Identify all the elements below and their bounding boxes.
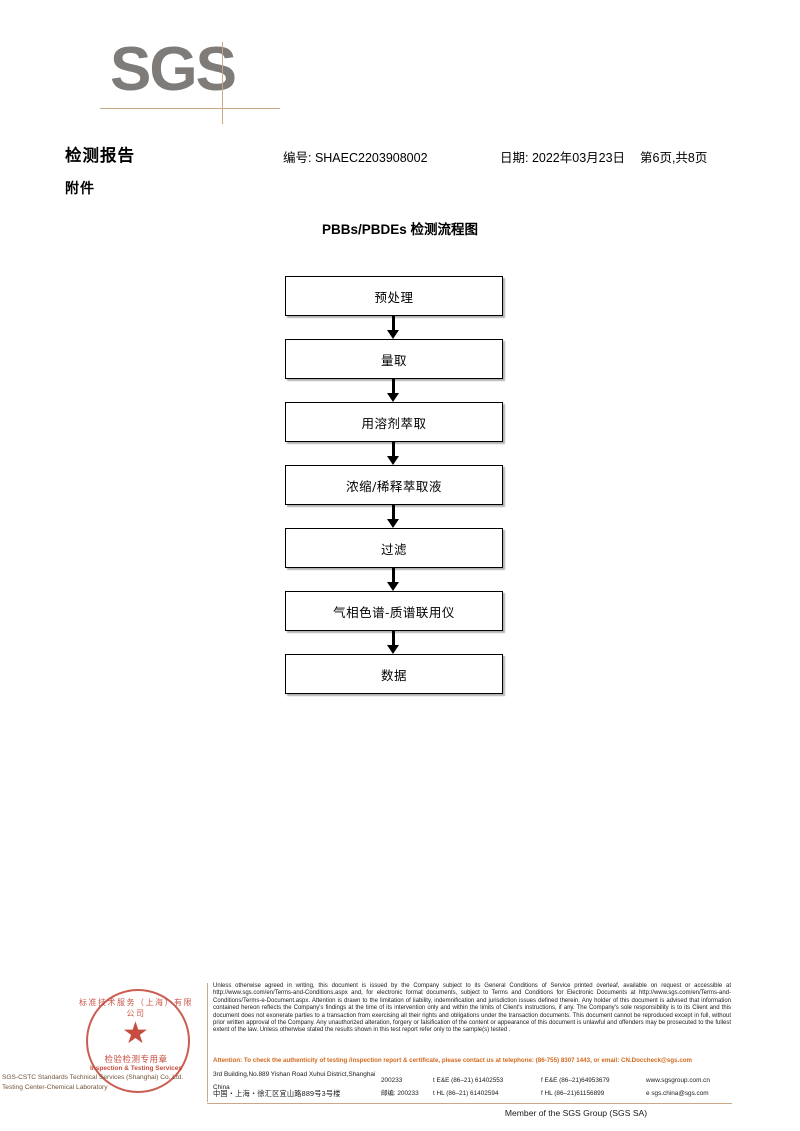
address-en: 3rd Building,No.889 Yishan Road Xuhui Di… <box>213 1070 376 1091</box>
flow-arrow-1 <box>285 316 501 339</box>
arrow-shaft <box>392 442 395 458</box>
star-icon: ★ <box>122 1017 149 1050</box>
seal-arc-text: 标准技术服务（上海）有限公司 <box>79 998 193 1018</box>
telephone-hl-1: t HL (86–21) 61402594 <box>433 1090 499 1097</box>
legal-disclaimer: Unless otherwise agreed in writing, this… <box>213 983 731 1035</box>
website-link[interactable]: www.sgsgroup.com.cn <box>646 1077 710 1084</box>
flow-step-label: 预处理 <box>374 289 414 305</box>
flow-step-4: 浓缩/稀释萃取液 <box>285 465 503 505</box>
arrow-head-icon <box>387 582 399 591</box>
arrow-shaft <box>392 568 395 584</box>
email-link[interactable]: e sgs.china@sgs.com <box>646 1090 709 1097</box>
flow-step-3: 用溶剂萃取 <box>285 402 503 442</box>
postcode-en: 200233 <box>381 1077 403 1084</box>
flow-arrow-4 <box>285 505 501 528</box>
flow-step-label: 过滤 <box>380 541 407 557</box>
page-subtitle: 附件 <box>65 180 95 196</box>
document-header: 检测报告 附件 编号: SHAEC2203908002 日期: 2022年03月… <box>0 142 800 202</box>
report-date: 日期: 2022年03月23日 <box>500 151 626 165</box>
flow-step-2: 量取 <box>285 339 503 379</box>
flow-arrow-6 <box>285 631 501 654</box>
flow-arrow-2 <box>285 379 501 402</box>
report-number: 编号: SHAEC2203908002 <box>283 151 428 165</box>
address-row-cn: 中国・上海・徐汇区宜山路889号3号楼 邮编: 200233 t HL (86–… <box>213 1087 732 1100</box>
flow-step-label: 量取 <box>380 352 407 368</box>
seal-caption-line-2: Testing Center-Chemical Laboratory <box>2 1084 108 1091</box>
footer-vertical-divider <box>207 983 208 1102</box>
arrow-head-icon <box>387 645 399 654</box>
member-statement: Member of the SGS Group (SGS SA) <box>504 1108 648 1118</box>
page-number: 第6页,共8页 <box>640 151 708 165</box>
arrow-head-icon <box>387 330 399 339</box>
address-row-en: 3rd Building,No.889 Yishan Road Xuhui Di… <box>213 1071 732 1091</box>
arrow-shaft <box>392 379 395 395</box>
arrow-head-icon <box>387 456 399 465</box>
footer-horizontal-divider <box>207 1103 732 1104</box>
arrow-shaft <box>392 505 395 521</box>
page-title: 检测报告 <box>65 147 135 165</box>
seal-ring <box>86 989 190 1093</box>
flow-step-label: 气相色谱-质谱联用仪 <box>333 604 455 620</box>
flow-step-7: 数据 <box>285 654 503 694</box>
arrow-shaft <box>392 316 395 332</box>
attention-notice: Attention: To check the authenticity of … <box>213 1057 693 1064</box>
flow-step-5: 过滤 <box>285 528 503 568</box>
telephone-ee-2: f E&E (86–21)64953679 <box>541 1077 610 1084</box>
flow-step-label: 用溶剂萃取 <box>361 415 427 431</box>
company-seal-stamp: 标准技术服务（上海）有限公司 ★ 检验检测专用章 Inspection & Te… <box>78 981 198 1101</box>
legal-text: Unless otherwise agreed in writing, this… <box>213 983 731 1034</box>
arrow-head-icon <box>387 393 399 402</box>
flow-step-label: 数据 <box>380 667 407 683</box>
flowchart: 预处理 量取 用溶剂萃取 浓缩/稀释萃取液 过滤 气相色谱-质谱联用仪 数据 <box>285 276 505 694</box>
document-footer: 标准技术服务（上海）有限公司 ★ 检验检测专用章 Inspection & Te… <box>0 975 800 1131</box>
seal-chinese-label: 检验检测专用章 <box>104 1054 168 1064</box>
contact-address-block: 3rd Building,No.889 Yishan Road Xuhui Di… <box>213 1071 732 1100</box>
telephone-ee-1: t E&E (86–21) 61402553 <box>433 1077 504 1084</box>
sgs-logo: SGS <box>100 36 340 124</box>
arrow-head-icon <box>387 519 399 528</box>
logo-vertical-rule <box>222 42 223 124</box>
seal-caption-line-1: SGS-CSTC Standards Technical Services (S… <box>2 1074 184 1081</box>
flowchart-title: PBBs/PBDEs 检测流程图 <box>321 222 479 237</box>
seal-english-label: Inspection & Testing Services <box>90 1065 182 1072</box>
postcode-cn: 邮编: 200233 <box>381 1090 419 1097</box>
flow-step-6: 气相色谱-质谱联用仪 <box>285 591 503 631</box>
address-cn: 中国・上海・徐汇区宜山路889号3号楼 <box>213 1089 341 1098</box>
seal-caption: SGS-CSTC Standards Technical Services (S… <box>2 1073 207 1093</box>
flow-arrow-5 <box>285 568 501 591</box>
sgs-logo-text: SGS <box>110 35 237 104</box>
logo-horizontal-rule <box>100 108 280 109</box>
telephone-hl-2: f HL (86–21)61156899 <box>541 1090 605 1097</box>
flow-step-1: 预处理 <box>285 276 503 316</box>
arrow-shaft <box>392 631 395 647</box>
flow-step-label: 浓缩/稀释萃取液 <box>346 478 442 494</box>
flow-arrow-3 <box>285 442 501 465</box>
